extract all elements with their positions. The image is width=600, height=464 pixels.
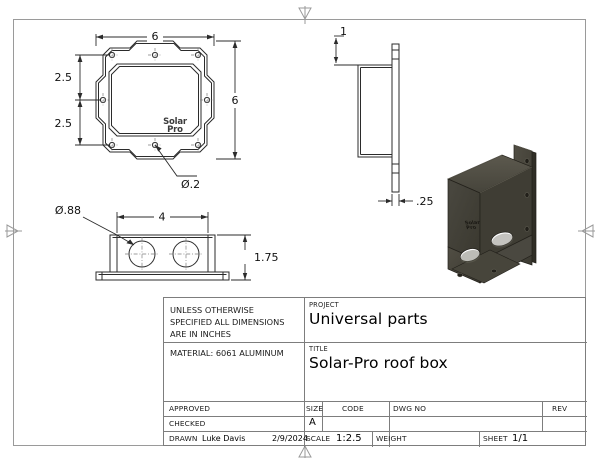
solar-pro-logo-top-view: Solar Pro: [155, 117, 195, 135]
tb-divider-weight: [372, 431, 373, 447]
logo-line-1: Solar: [163, 117, 187, 127]
dim-top-width: 6: [152, 30, 159, 43]
drawn-value: Luke Davis: [202, 434, 246, 443]
drawing-title-value: Solar-Pro roof box: [309, 354, 448, 372]
sheet-value: 1/1: [512, 433, 529, 444]
material-note: MATERIAL: 6061 ALUMINUM: [170, 348, 284, 358]
isometric-render: Solar Pro: [440, 143, 570, 298]
sheet-label: SHEET: [483, 434, 508, 443]
tb-divider-sheet: [479, 431, 480, 447]
front-section-view: Ø.88 4 1.75: [55, 200, 279, 292]
tb-divider-rev: [542, 401, 543, 431]
project-label: PROJECT: [309, 301, 339, 309]
drawing-title-label: TITLE: [309, 345, 328, 353]
dim-hole-spacing-lower: 2.5: [55, 117, 73, 130]
scale-value: 1:2.5: [336, 433, 362, 444]
callout-hole-diameter: Ø.2: [181, 178, 200, 191]
tb-divider-size: [304, 401, 305, 447]
center-mark-right: [576, 221, 598, 241]
logo-line-2: Pro: [167, 124, 183, 135]
drawn-date: 2/9/2024: [272, 434, 308, 443]
dim-hole-spacing-upper: 2.5: [55, 71, 73, 84]
code-label: CODE: [342, 404, 364, 413]
tb-rule-b: [164, 401, 587, 402]
top-plate-view: 6 6: [55, 24, 300, 214]
approved-label: APPROVED: [169, 404, 211, 413]
logo-iso-line-2: Pro: [465, 224, 478, 231]
tb-rule-c: [164, 416, 587, 417]
rev-label: REV: [552, 404, 568, 413]
size-value: A: [309, 417, 316, 428]
size-label: SIZE: [306, 404, 324, 413]
tb-divider-code: [322, 401, 323, 431]
center-mark-left: [2, 221, 24, 241]
side-profile-view: 1 .25: [320, 24, 480, 214]
solar-pro-logo-iso: Solar Pro: [464, 220, 482, 231]
callout-bore-diameter: Ø.88: [55, 204, 81, 217]
drawn-label: DRAWN: [169, 434, 198, 443]
weight-label: WEIGHT: [376, 434, 407, 443]
scale-label: SCALE: [306, 434, 331, 443]
project-value: Universal parts: [309, 310, 428, 328]
tb-rule-a: [164, 342, 304, 343]
title-block: UNLESS OTHERWISE SPECIFIED ALL DIMENSION…: [163, 297, 587, 447]
tb-rule-d: [164, 431, 587, 432]
general-notes: UNLESS OTHERWISE SPECIFIED ALL DIMENSION…: [170, 305, 285, 339]
dim-bore-spacing: 4: [159, 211, 166, 224]
tb-divider-notes: [304, 298, 305, 447]
dwg-no-label: DWG NO: [393, 404, 427, 413]
center-mark-top: [295, 3, 315, 25]
tb-rule-project: [304, 342, 587, 343]
checked-label: CHECKED: [169, 419, 206, 428]
dim-side-thickness: .25: [416, 195, 434, 208]
dim-front-height: 1.75: [254, 251, 279, 264]
tb-divider-dwg: [389, 401, 390, 447]
dim-side-flange: 1: [340, 25, 347, 38]
dim-top-height: 6: [232, 94, 239, 107]
